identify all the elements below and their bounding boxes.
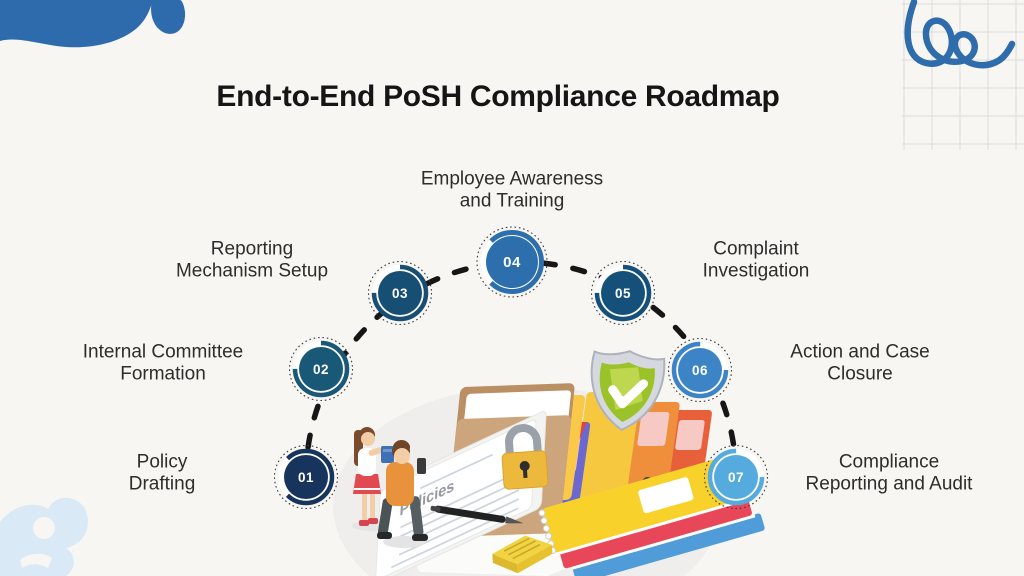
step-number: 01 xyxy=(298,470,314,485)
padlock-icon xyxy=(501,424,549,490)
label-line: Internal Committee xyxy=(82,341,244,363)
step-label-complaint-investigation: Complaint Investigation xyxy=(703,239,810,282)
label-line: Reporting xyxy=(210,238,294,260)
label-line: Employee Awareness xyxy=(420,168,604,190)
label-line: Drafting xyxy=(128,473,196,494)
label-line: Reporting and Audit xyxy=(805,473,973,494)
person-woman xyxy=(352,427,394,531)
label-line: Complaint xyxy=(713,238,799,260)
step-label-policy-drafting: Policy Drafting xyxy=(129,452,196,495)
step-node-04: 04 xyxy=(476,226,548,298)
squiggle-icon xyxy=(904,0,1016,69)
step-number: 05 xyxy=(615,286,631,301)
shield-check-icon xyxy=(590,350,666,431)
label-line: Closure xyxy=(827,363,893,384)
step-number: 02 xyxy=(313,362,329,377)
label-line: and Training xyxy=(459,190,565,211)
sticky-notes xyxy=(492,535,553,574)
step-node-07: 07 xyxy=(703,444,769,510)
step-number: 04 xyxy=(503,254,521,271)
corner-blob-bottom-left-icon xyxy=(0,497,88,576)
step-label-reporting-mechanism: Reporting Mechanism Setup xyxy=(176,239,328,282)
step-node-06: 06 xyxy=(667,337,733,403)
label-line: Compliance xyxy=(838,451,940,473)
step-label-action-case-closure: Action and Case Closure xyxy=(790,342,929,385)
step-label-internal-committee: Internal Committee Formation xyxy=(83,342,244,385)
step-label-compliance-audit: Compliance Reporting and Audit xyxy=(806,452,973,495)
step-number: 03 xyxy=(392,286,408,301)
corner-blob-top-left-icon xyxy=(0,0,186,48)
step-number: 06 xyxy=(692,363,708,378)
step-node-05: 05 xyxy=(590,260,656,326)
step-number: 07 xyxy=(728,470,744,485)
step-node-01: 01 xyxy=(273,444,339,510)
step-label-employee-awareness: Employee Awareness and Training xyxy=(421,169,603,212)
grid-pattern xyxy=(902,0,1024,150)
step-node-02: 02 xyxy=(288,336,354,402)
label-line: Investigation xyxy=(702,260,810,281)
step-node-03: 03 xyxy=(367,260,433,326)
notebook-stack xyxy=(538,457,765,576)
illustration-scene: Policies xyxy=(333,350,765,576)
page-title: End-to-End PoSH Compliance Roadmap xyxy=(216,80,780,113)
label-line: Mechanism Setup xyxy=(175,260,329,281)
pen-icon xyxy=(430,505,524,524)
label-line: Action and Case xyxy=(790,341,930,363)
person-man xyxy=(377,439,428,548)
label-line: Formation xyxy=(120,363,206,384)
label-line: Policy xyxy=(136,451,188,473)
